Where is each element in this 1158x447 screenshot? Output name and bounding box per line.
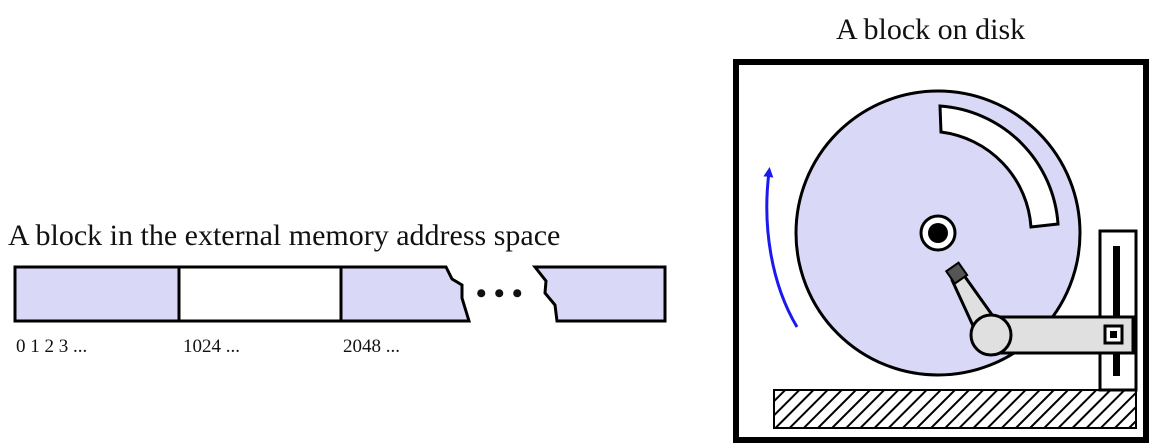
address-label-2048: 2048 ... — [343, 336, 400, 357]
disk-block-group: A block on disk — [733, 13, 1149, 443]
address-label-1024: 1024 ... — [183, 336, 240, 357]
rotation-arrow — [763, 167, 799, 328]
memory-segment-3 — [339, 265, 472, 323]
actuator-arm-pin-dot — [1110, 331, 1117, 338]
memory-block-group: A block in the external memory address s… — [8, 219, 667, 357]
disk-block-sector — [938, 104, 1060, 229]
memory-segment-4 — [531, 265, 667, 323]
memory-segment-1 — [13, 265, 181, 323]
head-arm-pivot — [969, 313, 1013, 357]
disk-spindle-inner — [928, 223, 948, 243]
memory-block-title: A block in the external memory address s… — [8, 219, 560, 252]
memory-segment-2 — [177, 265, 343, 323]
actuator-rail-slot — [1113, 246, 1120, 376]
disk-block-title: A block on disk — [836, 13, 1025, 46]
disk-base-hatch — [773, 389, 1137, 429]
address-label-0: 0 1 2 3 ... — [16, 336, 87, 357]
continuation-dots: • • • — [476, 277, 523, 310]
read-write-head — [944, 261, 969, 285]
